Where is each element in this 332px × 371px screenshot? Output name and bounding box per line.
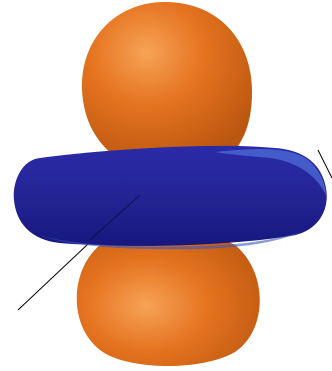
torus-ring bbox=[14, 146, 327, 246]
upper-lobe bbox=[82, 2, 252, 160]
lower-lobe bbox=[77, 232, 260, 366]
